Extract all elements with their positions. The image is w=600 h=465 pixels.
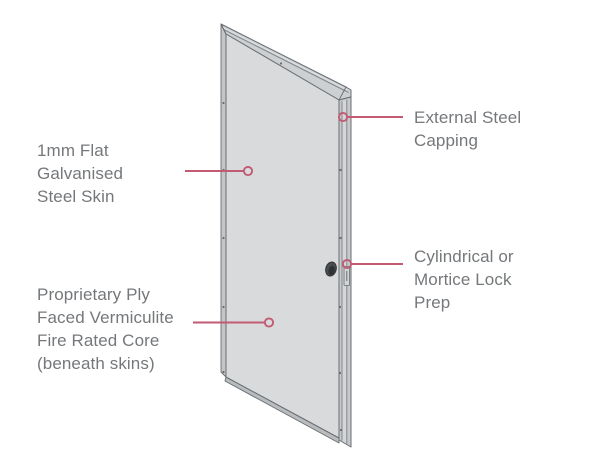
annotation-line: Prep <box>414 293 451 312</box>
fixing-dot <box>222 101 225 105</box>
annotation-lock-prep: Cylindrical or Mortice Lock Prep <box>414 245 514 314</box>
top-capping-highlight <box>222 27 348 91</box>
annotation-line: Faced Vermiculite <box>37 308 174 327</box>
annotation-line: Cylindrical or <box>414 247 514 266</box>
fixing-dot <box>338 371 342 375</box>
lock-hole <box>325 261 337 277</box>
annotation-line: (beneath skins) <box>37 354 155 373</box>
leader-dot-steel-skin <box>242 165 254 177</box>
fixing-dot <box>222 236 225 240</box>
fixing-dot <box>339 168 342 172</box>
annotation-line: Capping <box>414 131 479 150</box>
fixing-dot <box>222 305 225 309</box>
fixing-dot <box>339 236 342 240</box>
fixing-dot <box>339 428 343 432</box>
annotation-fire-core: Proprietary Ply Faced Vermiculite Fire R… <box>37 283 174 375</box>
leader-dot-fire-core <box>263 317 275 328</box>
leader-dot-lock-prep <box>341 258 353 270</box>
annotation-line: Fire Rated Core <box>37 331 160 350</box>
annotation-line: Mortice Lock <box>414 270 512 289</box>
top-capping-seam <box>223 29 349 93</box>
top-left-mitre <box>220 23 227 35</box>
annotation-line: Steel Skin <box>37 187 115 206</box>
door-left-edge <box>220 23 227 378</box>
fixing-dot <box>279 62 283 65</box>
fixing-dot <box>222 370 225 374</box>
annotation-line: External Steel <box>414 108 522 127</box>
annotation-steel-capping: External Steel Capping <box>414 106 521 152</box>
annotation-line: Proprietary Ply <box>37 285 150 304</box>
top-right-mitre <box>338 86 347 101</box>
fixing-dot <box>338 305 342 309</box>
leader-dot-steel-capping <box>337 111 349 123</box>
annotation-line: 1mm Flat <box>37 141 109 160</box>
annotation-steel-skin: 1mm Flat Galvanised Steel Skin <box>37 139 123 208</box>
annotation-line: Galvanised <box>37 164 124 183</box>
door-front-face <box>225 33 340 439</box>
